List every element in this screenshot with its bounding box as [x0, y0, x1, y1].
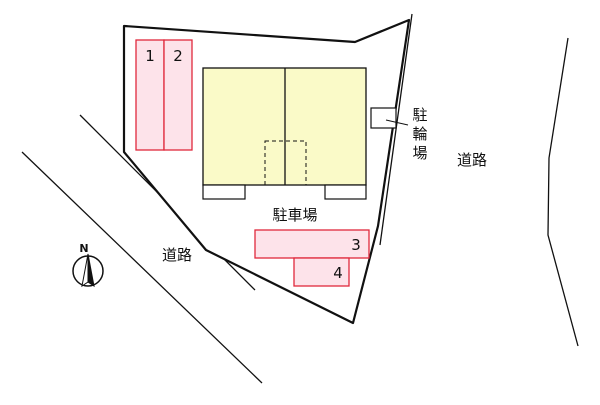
bicycle-parking-leader: [385, 119, 409, 126]
bicycle-parking-label-3: 場: [412, 144, 427, 162]
road-right-edge-inner: [379, 13, 413, 246]
building-entrance-dashed: [264, 140, 307, 186]
bicycle-parking-label-2: 輪: [412, 125, 427, 143]
parking-space-1-number: 1: [145, 47, 155, 65]
parking-space-4: [293, 257, 350, 287]
parking-space-1: [135, 39, 165, 151]
parking-space-4-number: 4: [333, 264, 343, 282]
north-arrow-icon: [72, 253, 104, 288]
building-step-left: [202, 184, 246, 200]
parking-area-label: 駐車場: [272, 206, 317, 224]
bicycle-parking-label-1: 駐: [412, 106, 427, 124]
parking-space-2-number: 2: [173, 47, 183, 65]
building-step-right: [324, 184, 367, 200]
road-right-label: 道路: [457, 151, 487, 169]
road-left-edge-outer: [21, 151, 263, 384]
parking-space-2: [163, 39, 193, 151]
road-right-edge-outer: [547, 37, 579, 347]
bicycle-parking-box: [370, 107, 397, 129]
north-label: N: [79, 242, 88, 255]
parking-space-3: [254, 229, 370, 259]
road-left-label: 道路: [162, 246, 192, 264]
parking-space-3-number: 3: [351, 236, 361, 254]
